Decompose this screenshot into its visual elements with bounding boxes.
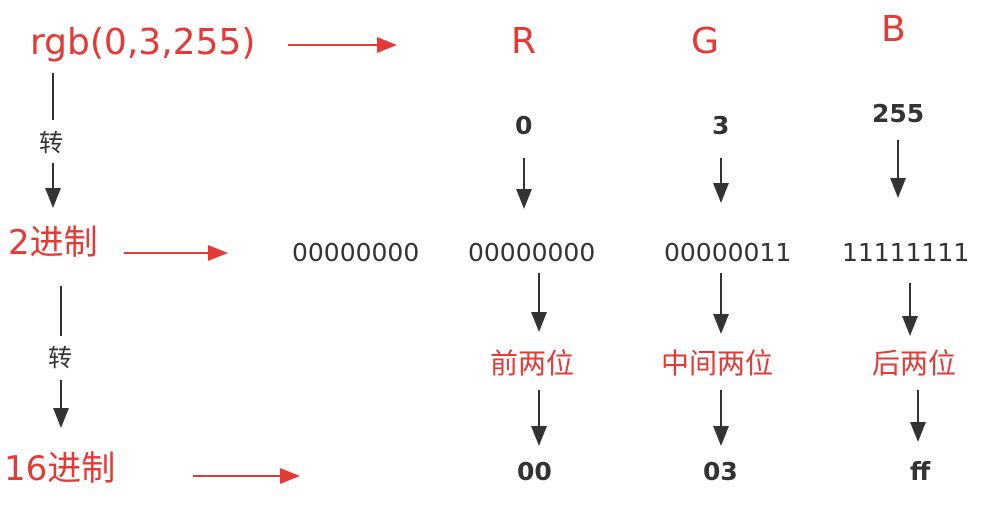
g-binary-value: 00000011 — [664, 238, 792, 267]
r-hex-value: 00 — [517, 457, 552, 486]
convert-label-1: 转 — [39, 129, 63, 157]
channel-letter-g: G — [691, 21, 719, 62]
b-segment-label: 后两位 — [872, 347, 957, 380]
convert-label-2: 转 — [48, 344, 72, 372]
binary-row-label: 2进制 — [8, 223, 98, 263]
rgb-value-label: rgb(0,3,255) — [30, 22, 256, 63]
channel-letter-b: B — [881, 9, 906, 50]
g-hex-value: 03 — [703, 457, 738, 486]
g-decimal-value: 3 — [712, 111, 730, 140]
r-binary-value: 00000000 — [468, 238, 596, 267]
b-decimal-value: 255 — [872, 99, 925, 128]
b-binary-value: 11111111 — [842, 238, 970, 267]
hex-row-label: 16进制 — [4, 449, 116, 489]
g-segment-label: 中间两位 — [661, 347, 774, 380]
r-decimal-value: 0 — [515, 111, 533, 140]
channel-letter-r: R — [511, 21, 537, 62]
alpha-binary-value: 00000000 — [292, 238, 420, 267]
b-hex-value: ff — [910, 457, 931, 486]
r-segment-label: 前两位 — [490, 347, 575, 380]
